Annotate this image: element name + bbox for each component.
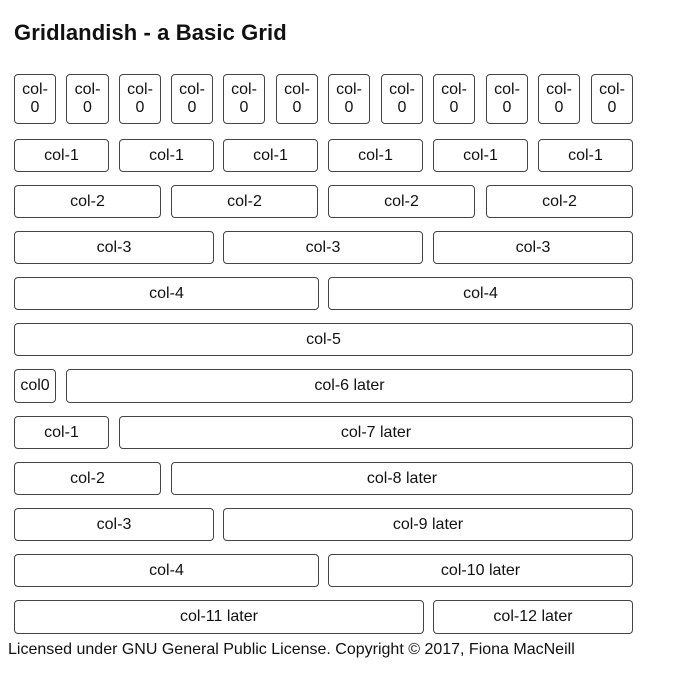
grid-cell-line: 0 [83,99,92,116]
grid-cell: col-2 [171,185,318,218]
grid-cell-line: col- [389,81,415,98]
grid-cell: col-0 [66,74,109,124]
grid-cell: col-1 [14,416,109,449]
grid-cell: col-0 [223,74,265,124]
grid-cell: col-3 [433,231,633,264]
grid-cell: col-3 [14,508,214,541]
grid-cell: col0 [14,369,56,403]
grid-cell-line: 0 [292,99,302,116]
grid-cell: col-0 [433,74,475,124]
grid-cell-line: 0 [397,99,407,116]
grid-cell: col-1 [433,139,528,172]
grid-cell: col-0 [381,74,423,124]
grid-cell: col-3 [223,231,423,264]
grid-cell-line: 0 [135,99,145,116]
grid-cell-line: 0 [554,99,564,116]
license-footer: Licensed under GNU General Public Licens… [8,641,575,658]
grid-cell-line: col- [546,81,572,98]
grid-cell: col-0 [171,74,213,124]
grid-cell: col-4 [14,277,319,310]
grid-cell: col-2 [328,185,475,218]
grid-cell-line: col- [231,81,257,98]
grid-cell-line: col- [74,81,101,98]
grid-cell: col-3 [14,231,214,264]
grid-cell: col-1 [119,139,214,172]
grid-cell-line: 0 [239,99,249,116]
grid-cell: col-9 later [223,508,633,541]
grid-cell: col-11 later [14,600,424,634]
grid-cell: col-0 [119,74,161,124]
grid-cell-line: 0 [30,99,40,116]
grid-cell: col-0 [591,74,633,124]
grid-cell: col-1 [223,139,318,172]
grid-cell-line: col- [336,81,362,98]
grid-cell: col-2 [14,185,161,218]
grid-cell-line: 0 [502,99,512,116]
grid-cell: col-0 [14,74,56,124]
grid-cell: col-2 [14,462,161,495]
grid-cell: col-6 later [66,369,633,403]
grid-cell: col-10 later [328,554,633,587]
grid-cell: col-0 [486,74,528,124]
grid-cell: col-8 later [171,462,633,495]
grid-cell: col-0 [276,74,318,124]
grid-cell-line: col- [22,81,48,98]
grid-cell-line: 0 [187,99,197,116]
grid-cell: col-1 [328,139,423,172]
grid-cell-line: col- [441,81,467,98]
grid-cell: col-7 later [119,416,633,449]
grid-cell: col-2 [486,185,633,218]
grid-cell-line: 0 [449,99,459,116]
grid-cell: col-12 later [433,600,633,634]
grid-cell-line: col- [284,81,310,98]
grid-cell-line: col- [599,81,625,98]
grid-cell: col-4 [328,277,633,310]
grid-cell: col-4 [14,554,319,587]
grid-cell-line: col- [494,81,520,98]
grid-cell-line: col- [127,81,153,98]
page-title: Gridlandish - a Basic Grid [14,20,287,45]
grid-cell: col-1 [538,139,633,172]
grid-cell: col-0 [328,74,370,124]
grid-cell-line: col- [179,81,205,98]
grid-cell-line: 0 [344,99,354,116]
grid-cell: col-5 [14,323,633,356]
grid-cell: col-1 [14,139,109,172]
grid-cell-line: 0 [607,99,617,116]
grid-cell: col-0 [538,74,580,124]
